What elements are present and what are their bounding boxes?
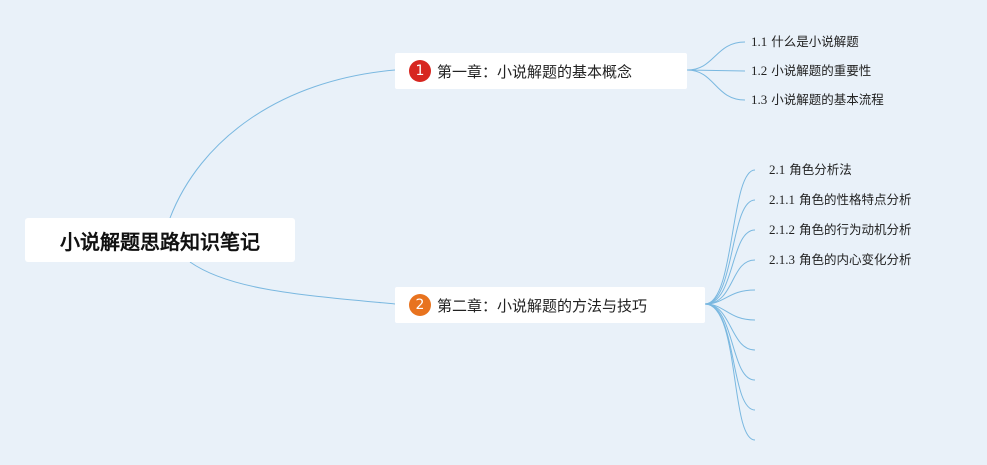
root-topic-label: 小说解题思路知识笔记 (60, 229, 260, 254)
chapter-2-number-badge: 2 (409, 294, 431, 316)
chapter-1-title: 第一章：小说解题的基本概念 (437, 62, 633, 81)
topic-1-2[interactable]: 1.2 小说解题的重要性 (751, 63, 871, 79)
topic-2-1[interactable]: 2.1 角色分析法 (769, 162, 852, 178)
connector-chapter-2-empty-6 (704, 303, 756, 441)
topic-2-1-label: 角色分析法 (789, 162, 852, 177)
connector-chapter-2-empty-4 (704, 303, 756, 381)
topic-2-1-3-number: 2.1.3 (769, 252, 795, 267)
chapter-1-number-badge: 1 (409, 60, 431, 82)
connector-chapter-1-child-3 (686, 69, 746, 101)
topic-2-1-2[interactable]: 2.1.2 角色的行为动机分析 (769, 222, 912, 238)
connector-chapter-2-empty-1 (704, 289, 756, 305)
connector-root-chapter-1 (169, 69, 396, 219)
topic-1-3-label: 小说解题的基本流程 (771, 92, 884, 107)
topic-2-1-3[interactable]: 2.1.3 角色的内心变化分析 (769, 252, 912, 268)
connector-chapter-1-child-1 (686, 41, 746, 71)
topic-1-1-number: 1.1 (751, 34, 768, 49)
topic-1-1[interactable]: 1.1 什么是小说解题 (751, 34, 859, 50)
connector-chapter-2-child-1 (704, 169, 756, 305)
root-topic[interactable]: 小说解题思路知识笔记 (25, 218, 295, 262)
topic-2-1-3-label: 角色的内心变化分析 (798, 252, 912, 267)
connector-chapter-2-child-2 (704, 199, 756, 305)
connector-chapter-2-empty-5 (704, 303, 756, 411)
topic-2-1-number: 2.1 (769, 162, 786, 177)
topic-1-1-label: 什么是小说解题 (771, 34, 859, 49)
topic-1-3[interactable]: 1.3 小说解题的基本流程 (751, 92, 884, 108)
connector-root-chapter-2 (189, 261, 396, 305)
topic-1-3-number: 1.3 (751, 92, 768, 107)
topic-2-1-1-label: 角色的性格特点分析 (798, 192, 912, 207)
connector-chapter-2-empty-2 (704, 303, 756, 321)
connector-chapter-2-child-4 (704, 259, 756, 305)
topic-2-1-2-number: 2.1.2 (769, 222, 795, 237)
topic-2-1-1-number: 2.1.1 (769, 192, 795, 207)
topic-1-2-label: 小说解题的重要性 (771, 63, 872, 78)
connector-chapter-1-child-2 (686, 69, 746, 72)
connector-chapter-2-empty-3 (704, 303, 756, 351)
connector-chapter-2-child-3 (704, 229, 756, 305)
topic-2-1-2-label: 角色的行为动机分析 (798, 222, 912, 237)
chapter-1-node[interactable]: 1 第一章：小说解题的基本概念 (395, 53, 687, 89)
topic-1-2-number: 1.2 (751, 63, 768, 78)
chapter-2-title: 第二章：小说解题的方法与技巧 (437, 296, 648, 315)
topic-2-1-1[interactable]: 2.1.1 角色的性格特点分析 (769, 192, 912, 208)
chapter-2-node[interactable]: 2 第二章：小说解题的方法与技巧 (395, 287, 705, 323)
